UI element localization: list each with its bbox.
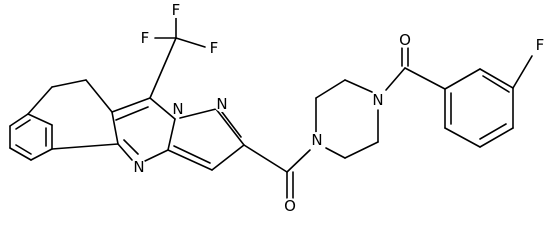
- atom-backdrop: [170, 101, 186, 117]
- bond: [111, 97, 151, 113]
- bond: [9, 113, 29, 127]
- atom-label-f1: F: [141, 29, 150, 47]
- bond: [175, 37, 206, 48]
- bond: [344, 141, 379, 159]
- atom-backdrop: [168, 2, 184, 18]
- bond: [144, 149, 169, 162]
- atom-backdrop: [206, 40, 222, 56]
- atom-backdrop-layer: [131, 2, 548, 214]
- bond: [115, 106, 149, 121]
- bond: [15, 144, 32, 155]
- bond: [479, 123, 507, 140]
- bond: [179, 108, 217, 119]
- atom-label-o-amide-1: O: [284, 197, 296, 215]
- bond: [173, 145, 211, 164]
- bond: [167, 118, 176, 151]
- atom-label-n-bridgehead: N: [172, 100, 183, 118]
- bond: [9, 147, 32, 161]
- bond: [211, 144, 245, 171]
- bond: [479, 127, 514, 148]
- bond: [221, 111, 242, 138]
- bond: [325, 147, 346, 159]
- bond: [111, 111, 119, 145]
- bond: [479, 68, 514, 89]
- bond: [15, 119, 31, 130]
- bond: [51, 143, 119, 150]
- atom-label-f2: F: [172, 1, 181, 19]
- atom-label-f3: F: [210, 39, 219, 57]
- molecule-diagram: F F F N N N N N O O F: [9, 1, 548, 215]
- bond: [117, 143, 133, 161]
- bond: [512, 55, 533, 89]
- atom-backdrop: [137, 30, 153, 46]
- atom-backdrop: [131, 159, 147, 175]
- bond: [85, 79, 113, 113]
- bond: [123, 139, 139, 155]
- bond: [215, 108, 245, 146]
- atom-backdrop: [532, 37, 548, 53]
- bond: [444, 127, 481, 148]
- atom-label-n-pyrimidine: N: [133, 158, 144, 176]
- structure-svg: F F F N N N N N O O F: [9, 1, 548, 215]
- bond: [482, 75, 510, 93]
- atom-label-o-amide-2: O: [399, 31, 411, 49]
- bond-layer: [9, 17, 533, 199]
- bond: [149, 97, 176, 120]
- bond: [51, 79, 87, 88]
- bond: [315, 79, 346, 99]
- bond: [286, 149, 311, 173]
- atom-label-n-piperazine-1: N: [311, 131, 322, 149]
- atom-label-layer: F F F N N N N N O O F: [133, 1, 544, 215]
- bond: [167, 149, 213, 171]
- bond: [30, 148, 53, 161]
- bond: [404, 67, 446, 90]
- atom-backdrop: [370, 92, 386, 108]
- atom-backdrop: [309, 132, 325, 148]
- atom-label-n-pyrazole: N: [216, 95, 227, 113]
- bond: [243, 144, 288, 173]
- atom-backdrop: [397, 32, 413, 48]
- atom-label-n-piperazine-2: N: [372, 91, 383, 109]
- atom-backdrop: [282, 198, 298, 214]
- bond: [27, 86, 53, 115]
- bond: [344, 79, 373, 93]
- atom-backdrop: [214, 96, 230, 112]
- bond: [444, 68, 481, 90]
- bond: [149, 37, 177, 99]
- bond: [385, 67, 406, 91]
- atom-label-f-aryl: F: [536, 36, 545, 54]
- bond: [27, 113, 53, 126]
